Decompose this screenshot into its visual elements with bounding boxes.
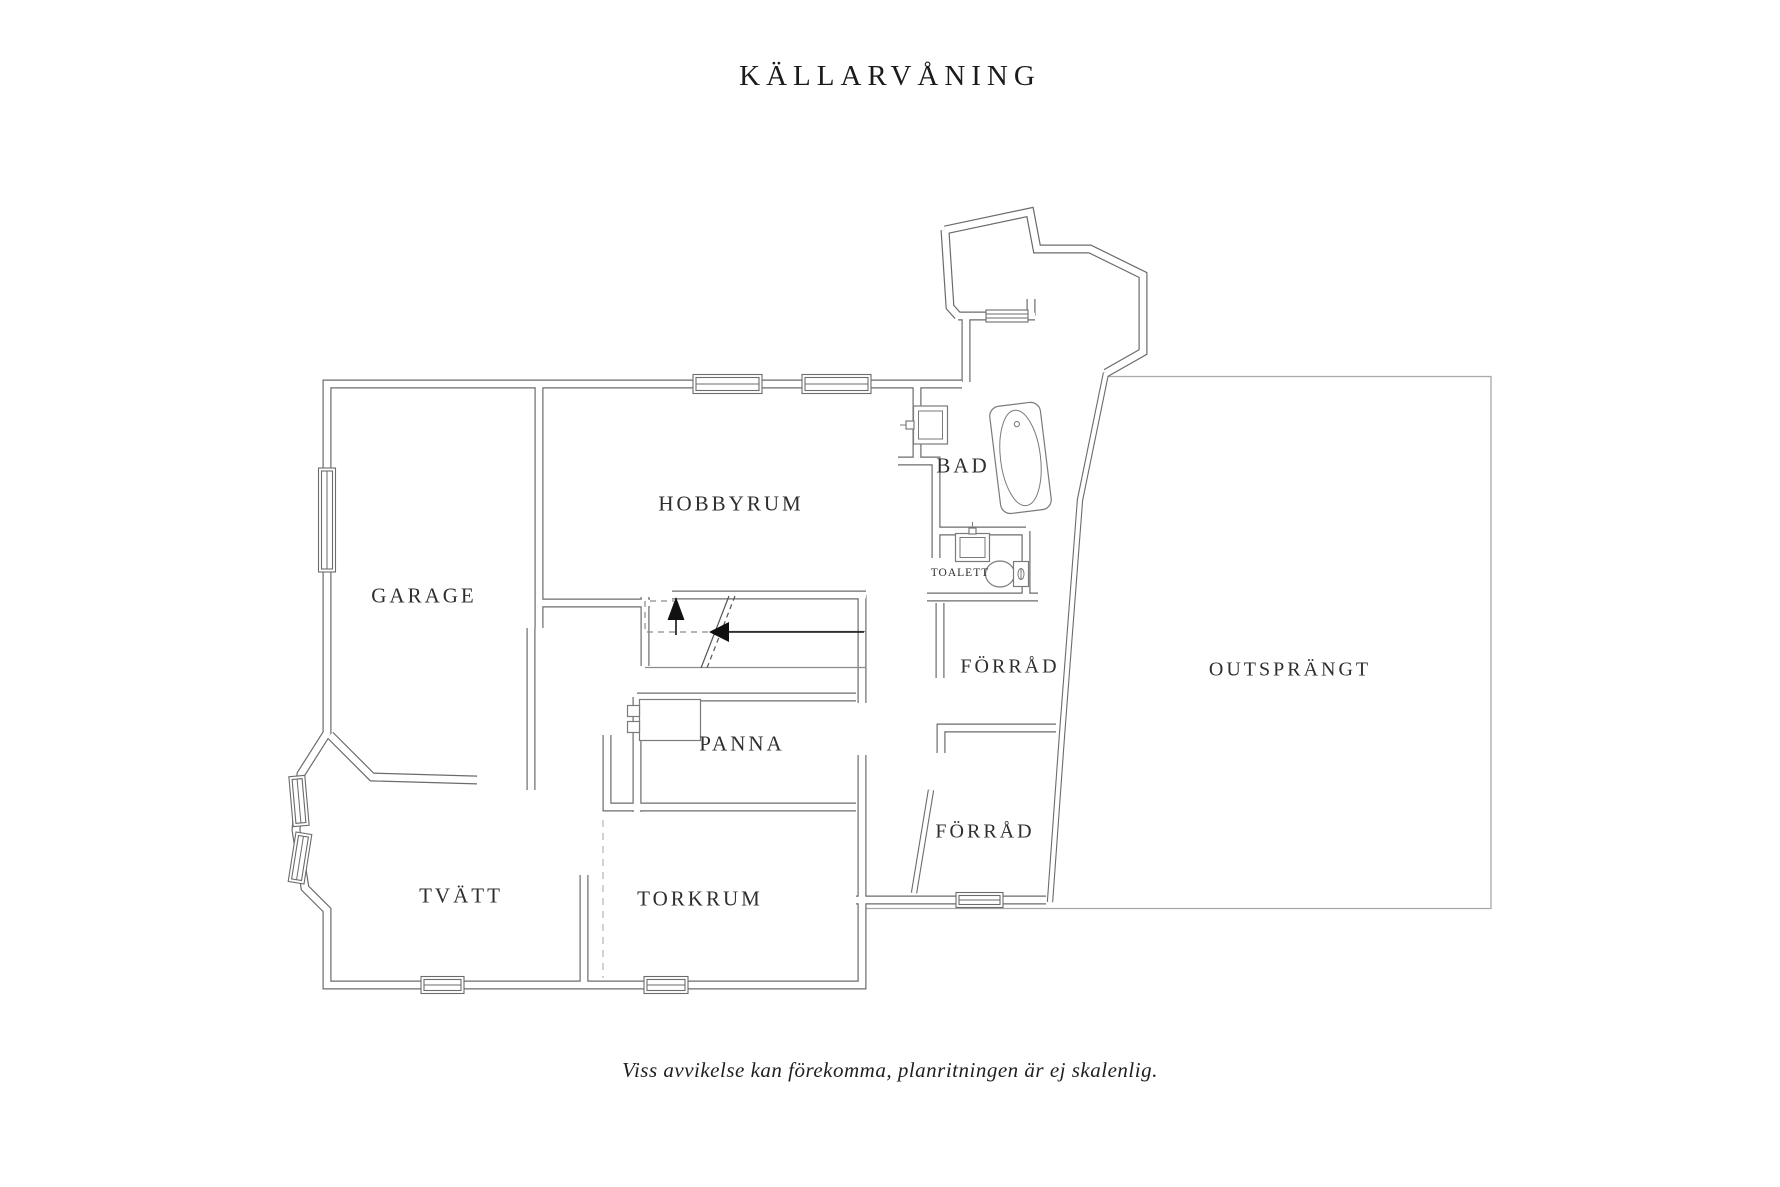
window-icon — [801, 373, 872, 395]
room-label-bad: BAD — [936, 453, 990, 478]
washbasin-icon — [900, 405, 949, 445]
room-label-panna: PANNA — [699, 731, 785, 756]
window-icon — [692, 373, 763, 395]
window-icon — [287, 831, 313, 885]
room-label-hobbyrum: HOBBYRUM — [658, 491, 804, 516]
room-label-forrad-ovre: FÖRRÅD — [960, 655, 1060, 678]
outsprangt-outline — [863, 375, 1492, 910]
room-label-tvatt: TVÄTT — [419, 883, 503, 908]
boiler-icon — [626, 698, 702, 742]
room-label-outsprangt: OUTSPRÄNGT — [1208, 658, 1372, 681]
window-icon — [317, 467, 337, 573]
entrance-door-icon — [985, 309, 1029, 323]
page-title: KÄLLARVÅNING — [739, 60, 1041, 92]
room-label-toalett: TOALETT — [930, 567, 990, 579]
fixtures — [626, 401, 1052, 742]
stairs-up-arrow-icon — [667, 597, 685, 635]
window-icon — [643, 975, 689, 995]
disclaimer-text: Viss avvikelse kan förekomma, planritnin… — [622, 1058, 1158, 1082]
window-icon — [288, 774, 310, 828]
window-icon — [955, 891, 1004, 909]
room-label-forrad-nedre: FÖRRÅD — [935, 820, 1035, 843]
window-icon — [420, 975, 465, 995]
room-label-garage: GARAGE — [371, 583, 477, 608]
toilet-icon — [984, 560, 1030, 588]
room-label-torkrum: TORKRUM — [637, 886, 763, 911]
staircase — [644, 595, 866, 669]
bathtub-icon — [989, 401, 1052, 515]
stairs-direction-arrow-icon — [709, 622, 864, 642]
washbasin-icon — [954, 522, 991, 563]
windows — [287, 309, 1029, 995]
